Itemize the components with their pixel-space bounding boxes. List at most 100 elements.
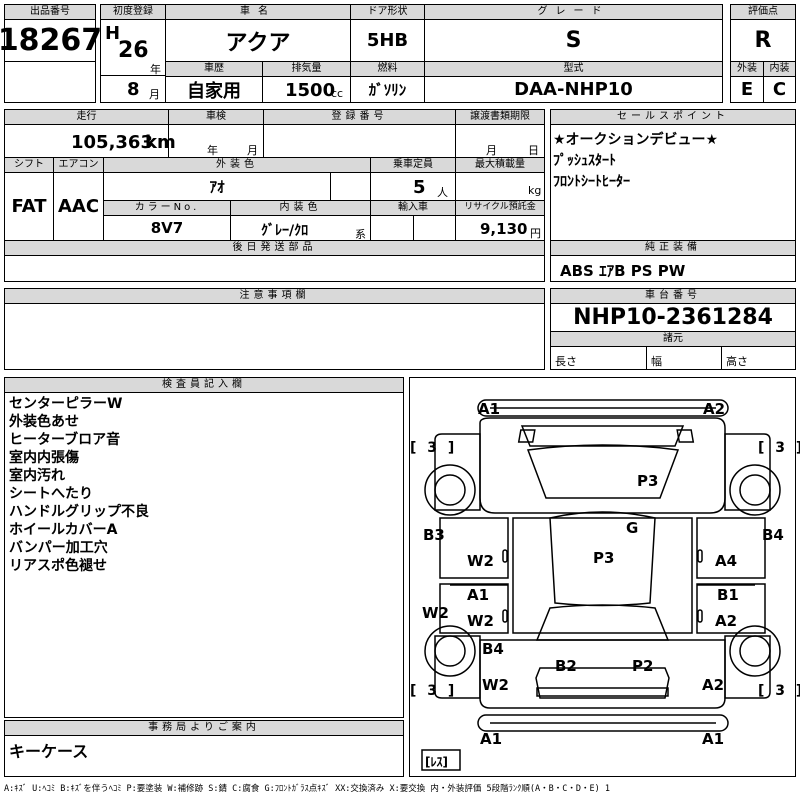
int-color-value: ｸﾞﾚｰ/ｸﾛ: [261, 223, 309, 239]
interior-value: C: [763, 76, 796, 103]
first-reg-month-unit: 月: [149, 88, 160, 101]
score-label: 評価点: [730, 4, 796, 20]
exterior-label: 外装: [730, 61, 764, 77]
first-reg-month-cell: 8 月: [100, 75, 166, 103]
damage-mark: W2: [482, 676, 509, 694]
color-value: ｱｵ: [103, 172, 331, 201]
recycle-unit: 円: [530, 227, 541, 240]
inspection-label: 車検: [168, 109, 264, 125]
bracket-mark: [ 3 ]: [410, 440, 458, 456]
specs-width-cell: 幅: [646, 346, 722, 370]
capacity-unit: 人: [437, 186, 448, 199]
sales-point-item: ﾌﾛﾝﾄｼｰﾄﾋｰﾀｰ: [553, 174, 630, 190]
int-color-cell: ｸﾞﾚｰ/ｸﾛ 系: [230, 215, 371, 241]
displacement-unit: cc: [331, 87, 344, 100]
transfer-cell: 月 日: [455, 124, 545, 158]
specs-label: 諸元: [550, 331, 796, 347]
inspector-list: センターピラーW 外装色あせ ヒーターブロア音 室内内張傷 室内汚れ シートへた…: [4, 392, 404, 718]
damage-mark: A1: [467, 586, 490, 604]
specs-height: 高さ: [726, 355, 748, 368]
grade-value: S: [424, 19, 723, 62]
specs-length-cell: 長さ: [550, 346, 647, 370]
inspector-item: 室内汚れ: [9, 468, 65, 484]
bracket-mark: [ 3 ]: [410, 683, 458, 699]
int-color-unit: 系: [355, 228, 366, 241]
office-label: 事務局よりご案内: [4, 720, 404, 736]
damage-mark: W2: [467, 612, 494, 630]
damage-mark: P2: [632, 657, 654, 675]
inspector-item: シートへたり: [9, 486, 93, 502]
aircon-value: AAC: [53, 172, 104, 241]
reg-no-blank: [263, 124, 456, 158]
color-no-value: 8V7: [103, 215, 231, 241]
inspector-label: 検査員記入欄: [4, 377, 404, 393]
damage-mark: W2: [467, 552, 494, 570]
sales-point-item: ﾌﾟｯｼｭｽﾀｰﾄ: [553, 153, 616, 169]
max-load-label: 最大積載量: [455, 157, 545, 173]
import-label: 輸入車: [370, 200, 456, 216]
int-color-label: 内装色: [230, 200, 371, 216]
fuel-value: ｶﾞｿﾘﾝ: [350, 76, 425, 103]
damage-mark: A2: [715, 612, 738, 630]
office-value: キーケース: [9, 742, 89, 761]
exterior-value: E: [730, 76, 764, 103]
color-no-label: カラーNo.: [103, 200, 231, 216]
equipment-label: 純正装備: [550, 240, 796, 256]
max-load-cell: kg: [455, 172, 545, 201]
legend-text: A:ｷｽﾞ U:ﾍｺﾐ B:ｷｽﾞを伴うﾍｺﾐ P:要塗装 W:補修跡 S:錆 …: [4, 784, 610, 794]
recycle-cell: 9,130 円: [455, 215, 545, 241]
damage-mark: A1: [478, 400, 501, 418]
inspector-item: ヒーターブロア音: [9, 432, 121, 448]
first-reg-year: 26: [118, 38, 149, 63]
lot-no-label: 出品番号: [4, 4, 96, 20]
damage-mark: A1: [480, 730, 503, 748]
recycle-value: 9,130: [480, 220, 528, 238]
displacement-cell: 1500 cc: [262, 76, 351, 103]
equipment-value: ABS ｴｱB PS PW: [560, 262, 686, 280]
specs-height-cell: 高さ: [721, 346, 796, 370]
shift-label: シフト: [4, 157, 54, 173]
interior-label: 内装: [763, 61, 796, 77]
damage-mark: B4: [482, 640, 504, 658]
first-reg-year-unit: 年: [150, 63, 161, 76]
import-blank-b: [413, 215, 456, 241]
first-reg-era: H: [105, 23, 121, 44]
inspector-item: リアスポ色褪せ: [9, 558, 107, 574]
import-blank-a: [370, 215, 414, 241]
damage-mark: B4: [762, 526, 784, 544]
bracket-mark: [ 3 ]: [758, 683, 800, 699]
later-parts-label: 後日発送部品: [4, 240, 545, 256]
chassis-value: NHP10-2361284: [550, 303, 796, 332]
mileage-cell: 105,363 km: [4, 124, 176, 158]
specs-length: 長さ: [555, 355, 577, 368]
office-cell: キーケース: [4, 735, 404, 777]
specs-width: 幅: [651, 355, 662, 368]
transfer-month-unit: 月: [486, 144, 497, 157]
aircon-label: エアコン: [53, 157, 104, 173]
inspection-cell: 年 月: [168, 124, 264, 158]
first-reg-label: 初度登録: [100, 4, 166, 20]
notes-blank: [4, 303, 545, 370]
damage-mark: P3: [637, 472, 659, 490]
first-reg-month: 8: [127, 79, 140, 100]
damage-mark: A4: [715, 552, 738, 570]
damage-mark: B3: [423, 526, 445, 544]
damage-mark: P3: [593, 549, 615, 567]
lot-no-blank: [4, 61, 96, 103]
score-value: R: [730, 19, 796, 62]
damage-mark: A2: [702, 676, 725, 694]
damage-mark: G: [626, 519, 639, 537]
lot-no-value: 18267: [0, 19, 102, 62]
car-diagram: A1 A2 P3 G B3 B4 W2 P3 A4 A1 B1 W2 W2 A2…: [409, 377, 800, 777]
reg-no-label: 登録番号: [263, 109, 456, 125]
capacity-label: 乗車定員: [370, 157, 456, 173]
displacement-label: 排気量: [262, 61, 351, 77]
later-parts-blank: [4, 255, 545, 282]
chassis-label: 車台番号: [550, 288, 796, 304]
door-label: ドア形状: [350, 4, 425, 20]
sales-point-item: ★オークションデビュー★: [553, 132, 719, 148]
first-reg-year-cell: H 26 年: [100, 19, 166, 76]
car-name-label: 車名: [165, 4, 351, 20]
shift-value: FAT: [4, 172, 54, 241]
door-value: 5HB: [350, 19, 425, 62]
